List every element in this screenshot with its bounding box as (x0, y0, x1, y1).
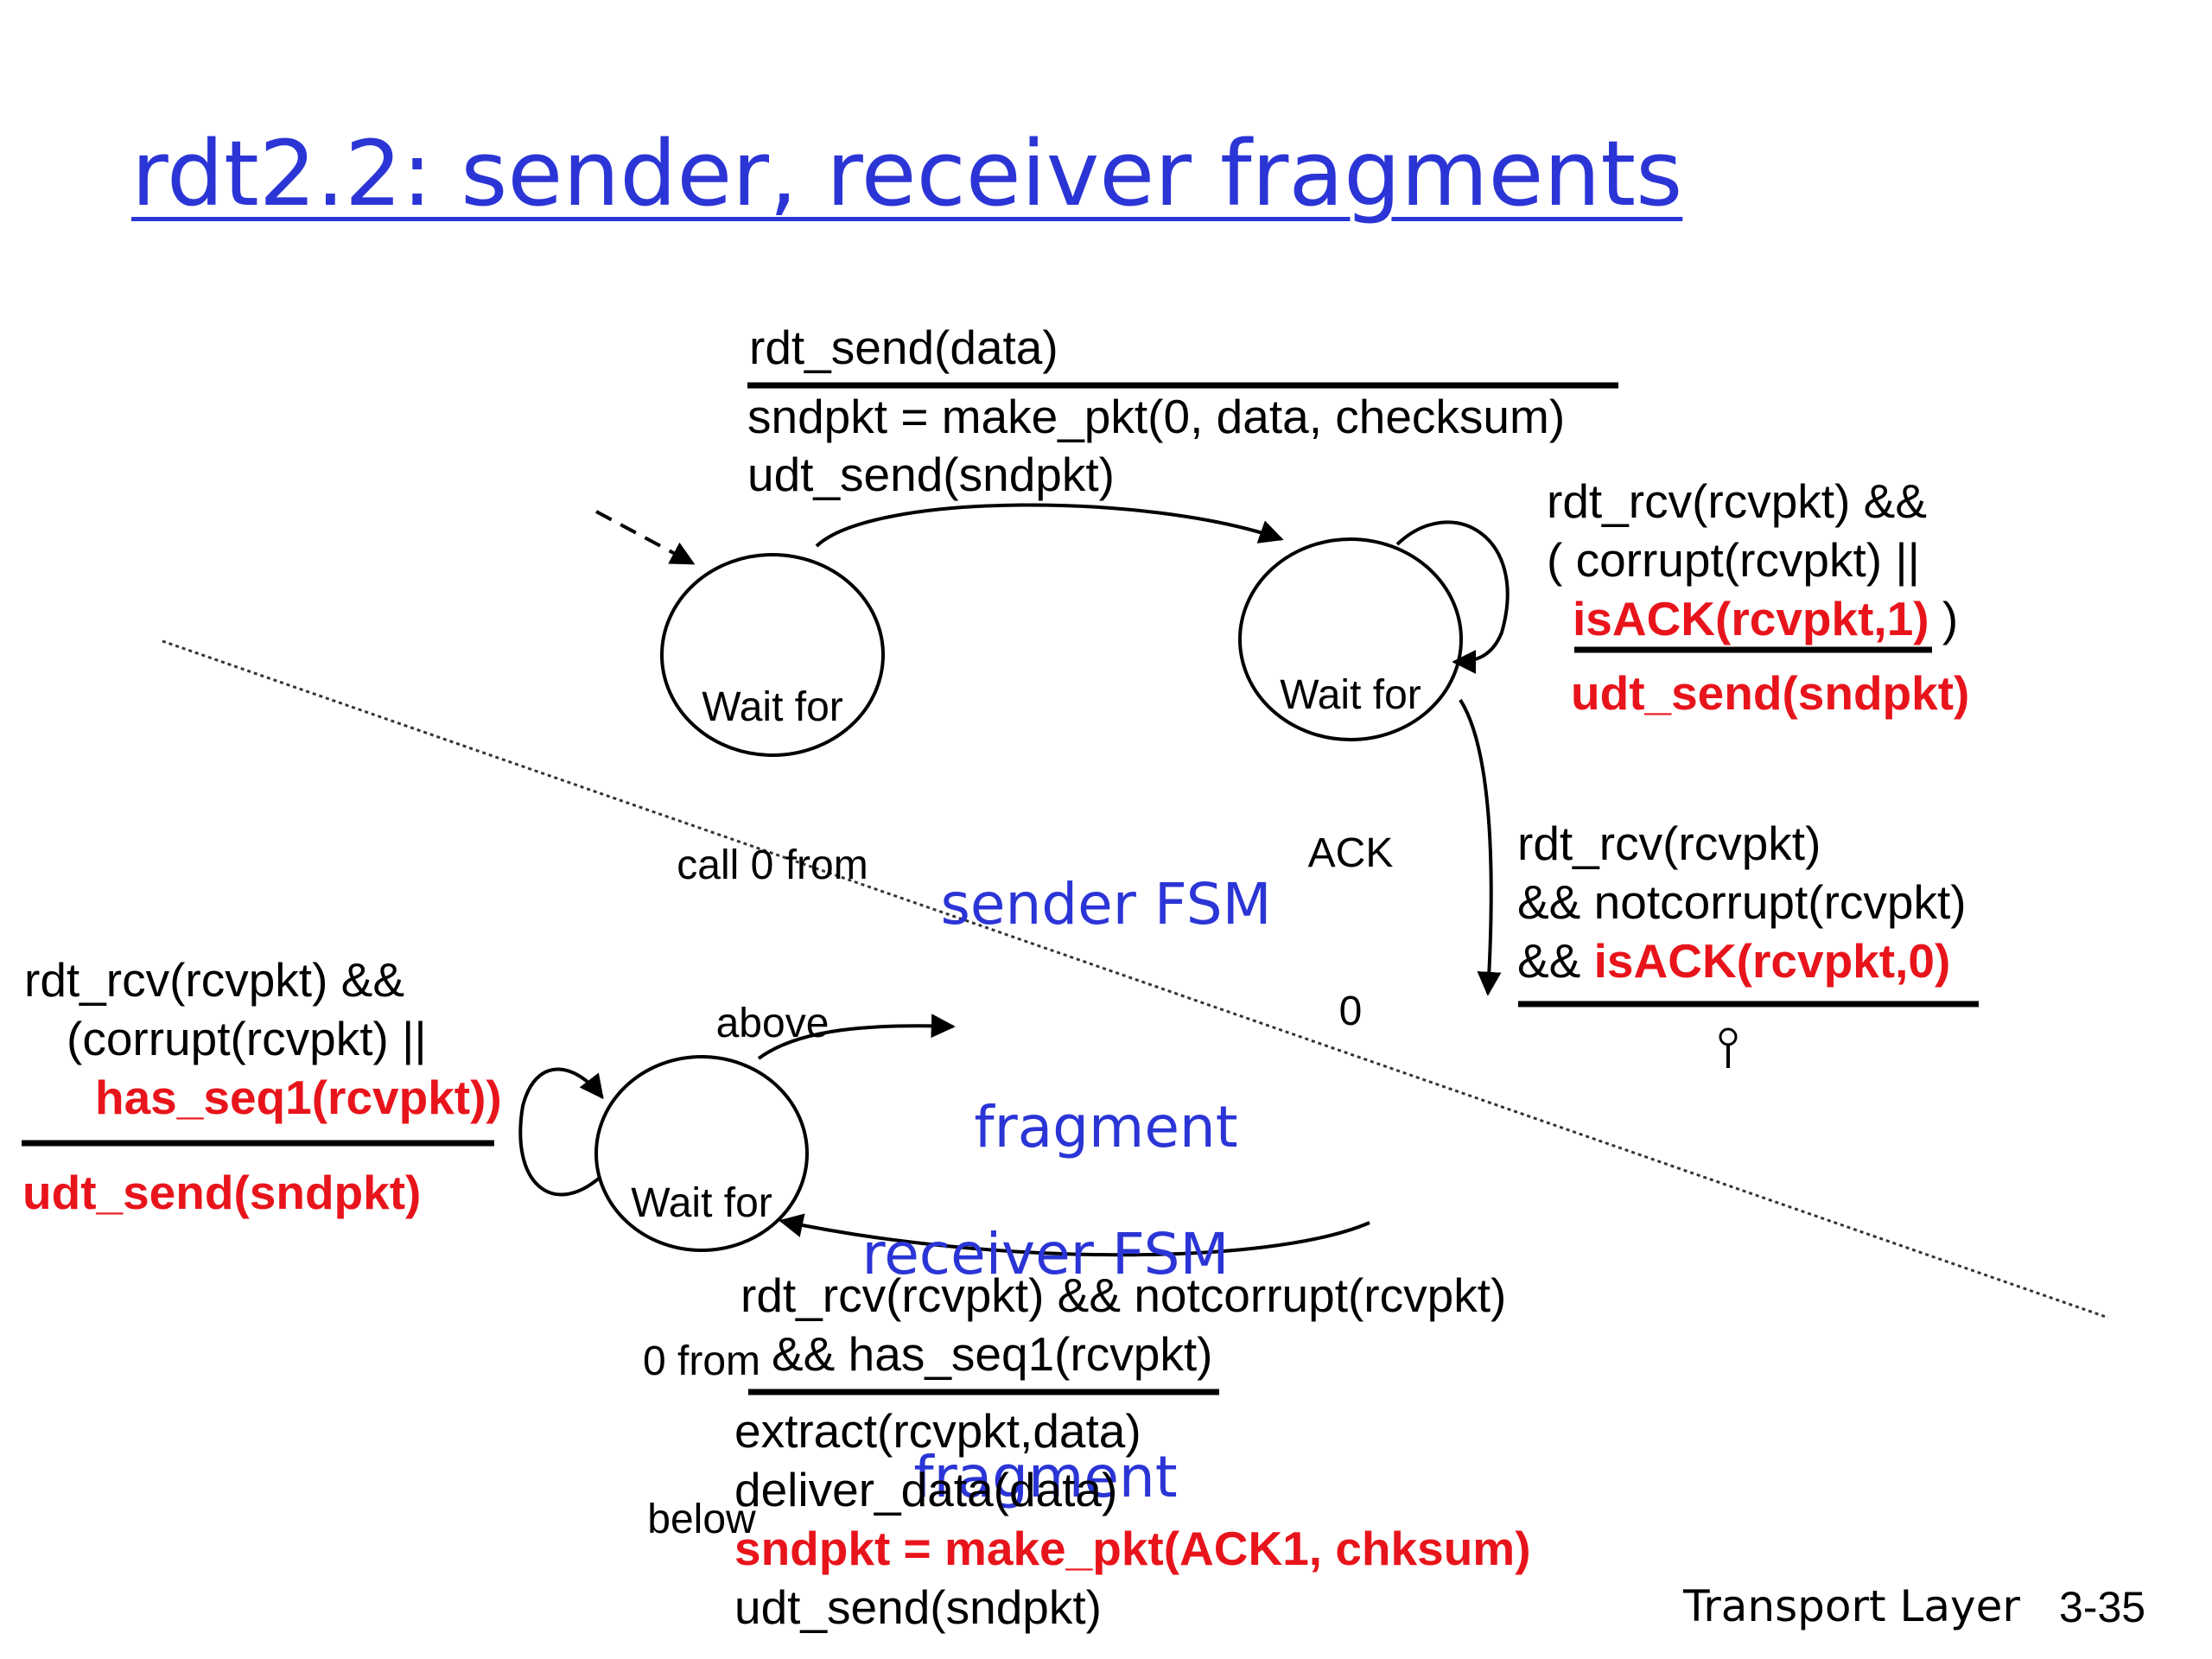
state-circle-wait-0-below (594, 1055, 809, 1252)
ack0-line2: && notcorrupt(rcvpkt) (1517, 875, 1967, 929)
arrow-receiver-self-loop (518, 1067, 604, 1197)
arrow-ack0 (1459, 698, 1502, 996)
state-line: Wait for (702, 684, 843, 730)
state-wait-ack-0: Wait for ACK 0 (1247, 563, 1454, 1143)
arrow-sender-self-loop (1395, 520, 1510, 674)
ack0-line3: && isACK(rcvpkt,0) (1517, 931, 1950, 990)
footer-section-name: Transport Layer (1683, 1581, 2020, 1631)
sender-fsm-label: sender FSM fragment (899, 719, 1313, 1313)
send-data-action: udt_send(sndpkt) (747, 448, 1115, 501)
fsm-label-line: fragment (974, 1094, 1238, 1160)
divider-line (162, 639, 2109, 1319)
ack0-isack0: isACK(rcvpkt,0) (1593, 934, 1951, 988)
pointer-icon (1719, 1027, 1738, 1068)
state-circle-wait-ack-0 (1238, 537, 1463, 741)
state-line: ACK (1307, 830, 1394, 876)
send-data-action: sndpkt = make_pkt(0, data, checksum) (747, 390, 1566, 443)
sender-loop-action: udt_send(sndpkt) (1571, 666, 1970, 720)
receiver-loop-line3: has_seq1(rcvpkt)) (95, 1071, 502, 1124)
arrow-send-data (815, 503, 1284, 548)
fsm-label-line: sender FSM (940, 871, 1272, 938)
state-circle-wait-call-0 (660, 553, 885, 757)
receiver-seq1-action3: sndpkt = make_pkt(ACK1, chksum) (734, 1522, 1531, 1575)
sender-loop-event-line3: isACK(rcvpkt,1) ) (1573, 589, 1958, 648)
footer-page-number: 3-35 (2059, 1583, 2146, 1631)
arrow-receiver-seq1 (779, 1213, 1370, 1257)
receiver-seq1-event-line1: rdt_rcv(rcvpkt) && notcorrupt(rcvpkt) (741, 1268, 1507, 1322)
fsm-label-line: fragment (913, 1444, 1178, 1510)
receiver-seq1-action1: extract(rcvpkt,data) (734, 1404, 1141, 1458)
sender-loop-isack1: isACK(rcvpkt,1) (1573, 592, 1929, 645)
send-data-event: rdt_send(data) (749, 321, 1058, 374)
slide-title: rdt2.2: sender, receiver fragments (131, 121, 1683, 226)
ack0-line1: rdt_rcv(rcvpkt) (1517, 817, 1821, 870)
initial-state-arrow (595, 510, 696, 565)
state-wait-call-0: Wait for call 0 from above (669, 575, 876, 1155)
receiver-seq1-event-line2: && has_seq1(rcvpkt) (772, 1327, 1213, 1381)
receiver-loop-action: udt_send(sndpkt) (22, 1166, 422, 1219)
state-line: below (647, 1497, 756, 1542)
receiver-fsm-label: receiver FSM fragment (821, 1069, 1270, 1659)
receiver-loop-line2: (corrupt(rcvpkt) || (67, 1012, 427, 1065)
arrow-receiver-out (757, 1014, 956, 1060)
state-wait-0-below: Wait for 0 from below (602, 1071, 801, 1651)
state-line: 0 (1338, 988, 1363, 1034)
receiver-seq1-action4: udt_send(sndpkt) (734, 1580, 1102, 1634)
state-line: above (715, 1001, 830, 1046)
fsm-label-line: receiver FSM (861, 1221, 1230, 1287)
receiver-seq1-action2: deliver_data(data) (734, 1463, 1118, 1516)
state-line: Wait for (631, 1180, 772, 1226)
state-line: call 0 from (677, 842, 868, 888)
state-line: 0 from (642, 1338, 761, 1384)
sender-loop-event-line2: ( corrupt(rcvpkt) || (1547, 533, 1920, 587)
state-line: Wait for (1280, 672, 1421, 718)
sender-loop-event-line1: rdt_rcv(rcvpkt) && (1547, 474, 1928, 528)
receiver-loop-line1: rdt_rcv(rcvpkt) && (24, 953, 405, 1007)
ack0-prefix: && (1517, 934, 1594, 988)
sender-loop-close-paren: ) (1929, 592, 1959, 645)
